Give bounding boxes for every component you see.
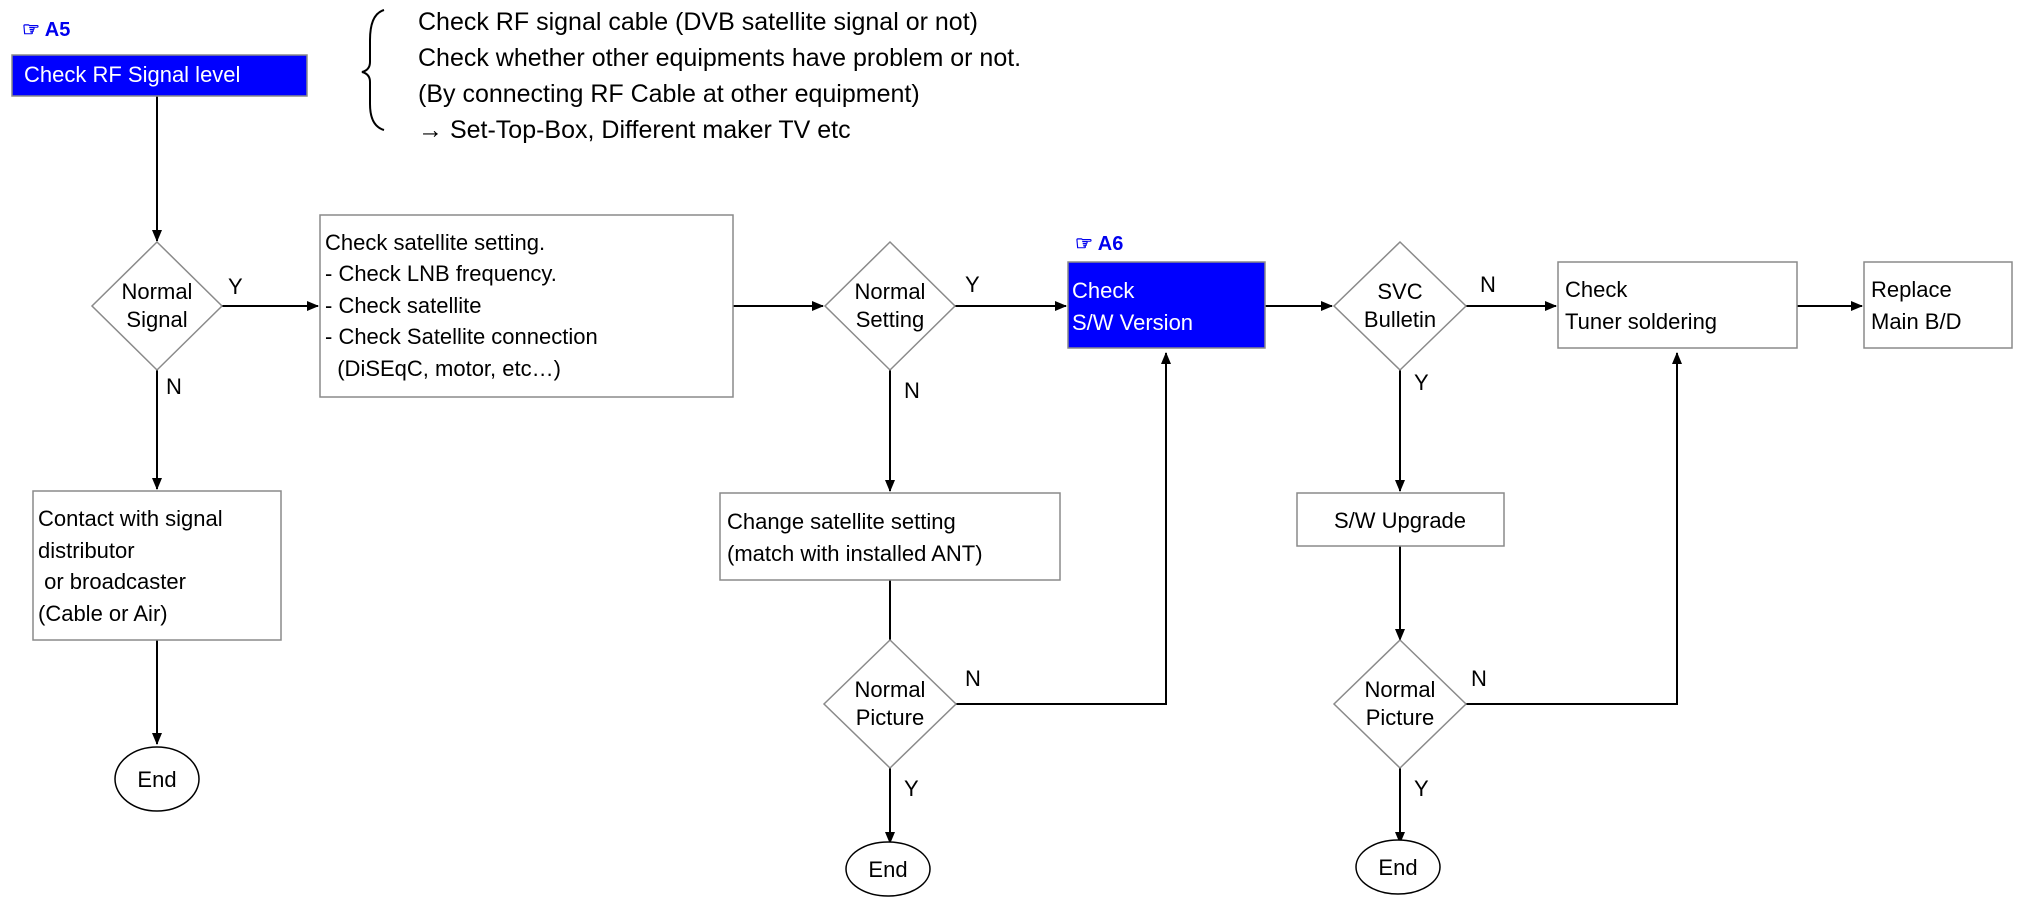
notes-block: Check RF signal cable (DVB satellite sig… xyxy=(418,8,1021,144)
node-label: distributor xyxy=(38,538,135,563)
node-label: (match with installed ANT) xyxy=(727,541,983,566)
node-label: S/W Upgrade xyxy=(1334,508,1466,533)
node-label: Replace xyxy=(1871,277,1952,302)
node-label: Signal xyxy=(126,307,187,332)
node-label: Contact with signal xyxy=(38,506,223,531)
node-label: Normal xyxy=(122,279,193,304)
node-label: Check satellite setting. xyxy=(325,230,545,255)
edge-label: Y xyxy=(228,274,243,299)
node-check-rf-signal: Check RF Signal level xyxy=(11,54,308,97)
node-label: Main B/D xyxy=(1871,309,1961,334)
note-line: (By connecting RF Cable at other equipme… xyxy=(418,80,920,108)
node-label: Setting xyxy=(856,307,925,332)
node-label: Picture xyxy=(1366,705,1434,730)
decision-normal-picture-2: Normal Picture xyxy=(1332,638,1468,770)
node-label: Picture xyxy=(856,705,924,730)
edge-label: N xyxy=(166,374,182,399)
ref-a5: ☞ A5 xyxy=(22,19,70,41)
node-label: End xyxy=(137,767,176,792)
node-replace-main-bd: Replace Main B/D xyxy=(1863,261,2013,349)
node-label: (DiSEqC, motor, etc…) xyxy=(325,356,561,381)
node-contact-distributor: Contact with signal distributor or broad… xyxy=(32,490,282,641)
edge-label: N xyxy=(904,378,920,403)
edge-label: N xyxy=(965,666,981,691)
node-check-satellite-setting: Check satellite setting. - Check LNB fre… xyxy=(319,214,734,398)
node-label: Normal xyxy=(1365,677,1436,702)
node-change-satellite-setting: Change satellite setting (match with ins… xyxy=(719,492,1061,581)
node-label: or broadcaster xyxy=(38,569,186,594)
edge-picture1-no xyxy=(956,352,1171,705)
edge-label: Y xyxy=(904,776,919,801)
node-label: End xyxy=(1378,855,1417,880)
brace xyxy=(361,9,385,131)
decision-normal-picture-1: Normal Picture xyxy=(822,638,958,770)
edge-label: N xyxy=(1480,272,1496,297)
ref-a6: ☞ A6 xyxy=(1075,233,1123,255)
node-label: - Check LNB frequency. xyxy=(325,261,557,286)
terminal-end-1: End xyxy=(114,746,200,812)
node-check-sw-version: Check S/W Version xyxy=(1067,261,1266,349)
node-label: End xyxy=(868,857,907,882)
edge-label: Y xyxy=(1414,776,1429,801)
edge-picture2-no xyxy=(1466,352,1682,705)
node-label: SVC xyxy=(1377,279,1422,304)
edge-label: N xyxy=(1471,666,1487,691)
decision-normal-signal: Normal Signal xyxy=(90,240,224,372)
terminal-end-2: End xyxy=(845,841,931,897)
node-label: Check RF Signal level xyxy=(24,62,240,87)
decision-svc-bulletin: SVC Bulletin xyxy=(1332,240,1468,372)
note-line: → Set-Top-Box, Different maker TV etc xyxy=(418,116,851,144)
edge-label: Y xyxy=(1414,370,1429,395)
node-label: Check xyxy=(1072,278,1135,303)
node-label: - Check Satellite connection xyxy=(325,324,598,349)
edge-label: Y xyxy=(965,272,980,297)
node-sw-upgrade: S/W Upgrade xyxy=(1296,492,1505,547)
node-label: Normal xyxy=(855,279,926,304)
node-label: Check xyxy=(1565,277,1628,302)
node-label: Change satellite setting xyxy=(727,509,956,534)
node-label: S/W Version xyxy=(1072,310,1193,335)
node-label: - Check satellite xyxy=(325,293,482,318)
terminal-end-3: End xyxy=(1355,839,1441,895)
node-label: Normal xyxy=(855,677,926,702)
node-label: Bulletin xyxy=(1364,307,1436,332)
decision-normal-setting: Normal Setting xyxy=(823,240,957,372)
node-label: (Cable or Air) xyxy=(38,601,168,626)
note-line: Check RF signal cable (DVB satellite sig… xyxy=(418,8,978,36)
node-label: Tuner soldering xyxy=(1565,309,1717,334)
node-check-tuner-soldering: Check Tuner soldering xyxy=(1557,261,1798,349)
note-line: Check whether other equipments have prob… xyxy=(418,44,1021,72)
